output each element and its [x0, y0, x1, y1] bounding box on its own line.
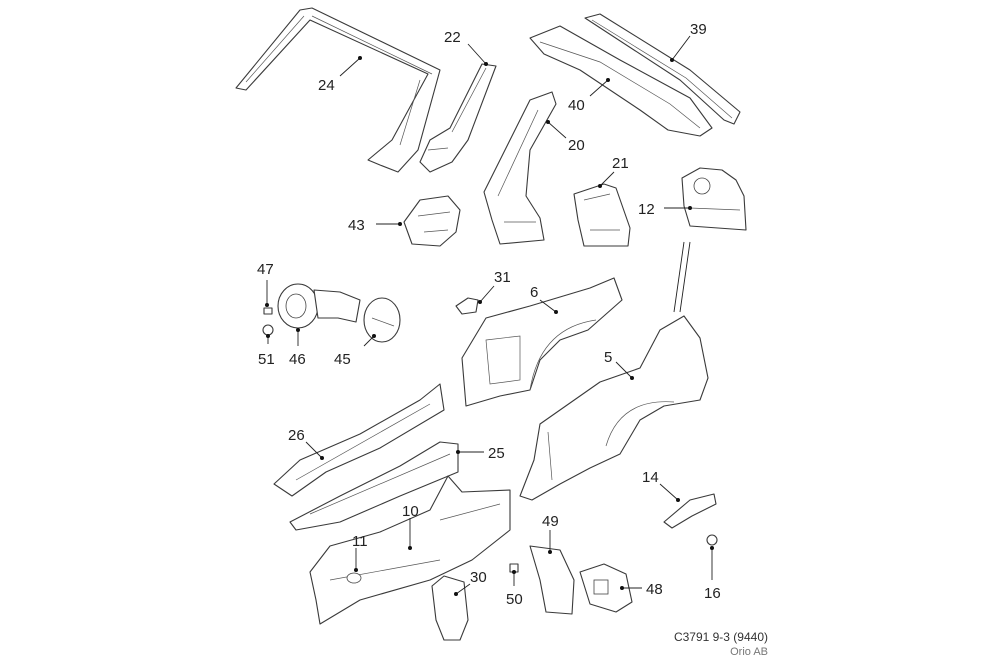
- part-5-rear-quarter-panel: [519, 315, 709, 501]
- callout-labels: 24 22 39 40 20 21 12 43 47 31 6 51 46 45…: [257, 21, 721, 608]
- callout-22: 22: [444, 29, 461, 46]
- callout-16: 16: [704, 585, 721, 602]
- part-45-fuel-door: [363, 297, 401, 343]
- part-25-sill-reinforcement: [289, 441, 459, 531]
- part-6-inner-wheelhouse: [461, 277, 623, 407]
- part-51-nut: [262, 324, 274, 336]
- part-31-bracket: [455, 297, 479, 315]
- part-50-bolt: [509, 563, 519, 573]
- part-22-a-pillar: [419, 63, 497, 173]
- callout-5: 5: [604, 349, 612, 366]
- publisher-name: Orio AB: [730, 646, 768, 658]
- callout-43: 43: [348, 217, 365, 234]
- callout-14: 14: [642, 469, 659, 486]
- part-46-fuel-filler-housing: [277, 283, 361, 329]
- callout-6: 6: [530, 284, 538, 301]
- diagram-code: C3791 9-3 (9440): [673, 630, 768, 644]
- part-39-roof-rail: [584, 13, 741, 125]
- part-12-rear-inner-panel: [681, 167, 747, 231]
- part-24-windshield-frame: [235, 7, 441, 173]
- callout-25: 25: [488, 445, 505, 462]
- callout-51: 51: [258, 351, 275, 368]
- callout-21: 21: [612, 155, 629, 172]
- part-21-bracket: [573, 183, 631, 247]
- callout-12: 12: [638, 201, 655, 218]
- leader-lines: [265, 35, 714, 596]
- part-48-bracket-assembly: [579, 563, 633, 613]
- callout-10: 10: [402, 503, 419, 520]
- part-40-roof-rail-inner: [529, 25, 713, 137]
- callout-30: 30: [470, 569, 487, 586]
- part-16-clip: [706, 534, 718, 546]
- callout-11: 11: [352, 533, 368, 550]
- callout-46: 46: [289, 351, 306, 368]
- callout-39: 39: [690, 21, 707, 38]
- callout-20: 20: [568, 137, 585, 154]
- part-26-inner-sill: [273, 383, 445, 497]
- callout-40: 40: [568, 97, 585, 114]
- part-20-b-pillar: [483, 91, 557, 245]
- part-47-screw: [263, 307, 273, 315]
- part-49-plate: [529, 545, 575, 615]
- callout-47: 47: [257, 261, 274, 278]
- callout-48: 48: [646, 581, 663, 598]
- part-30-splash-guard: [431, 575, 469, 641]
- callout-45: 45: [334, 351, 351, 368]
- part-11-grommet: [346, 572, 362, 584]
- part-14-bracket: [663, 493, 717, 529]
- callout-49: 49: [542, 513, 559, 530]
- part-43-bracket: [403, 195, 461, 247]
- callout-31: 31: [494, 269, 511, 286]
- callout-26: 26: [288, 427, 305, 444]
- callout-50: 50: [506, 591, 523, 608]
- callout-24: 24: [318, 77, 335, 94]
